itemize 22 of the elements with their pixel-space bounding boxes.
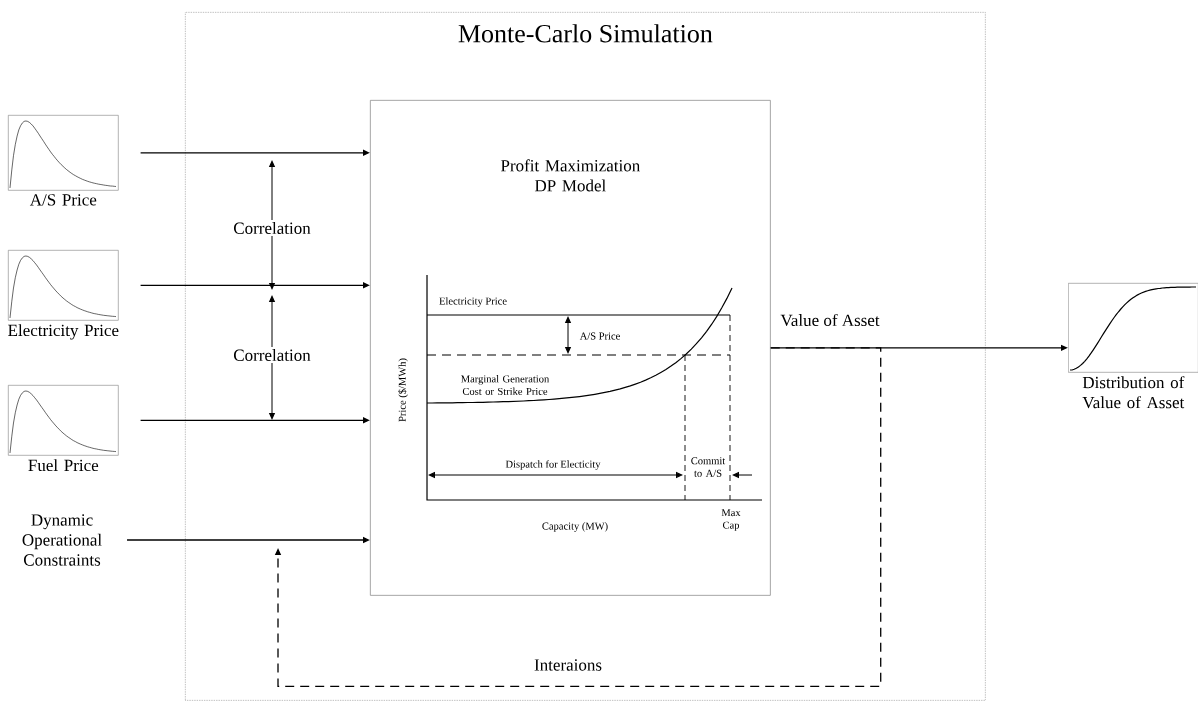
axis-label: Price ($/MWh) xyxy=(398,358,408,422)
correlation-label: Correlation xyxy=(231,347,313,363)
edge-label: Value of Asset xyxy=(778,311,882,329)
distribution-chart: Electricity Price xyxy=(8,250,119,340)
node-label: Electricity Price xyxy=(8,324,119,340)
node-label: Distribution of Value of Asset xyxy=(1082,376,1185,409)
axis-label: Capacity (MW) xyxy=(542,522,608,532)
node-label: Fuel Price xyxy=(28,459,99,472)
correlation-label: Correlation xyxy=(231,220,313,236)
arrow xyxy=(274,347,882,687)
curve-label: Electricity Price xyxy=(439,297,507,307)
distribution-chart: Fuel Price xyxy=(8,385,119,472)
curve-label: A/S Price xyxy=(577,330,623,342)
distribution-chart: A/S Price xyxy=(8,115,119,206)
distribution-chart: Distribution of Value of Asset xyxy=(1068,283,1198,409)
node-label: A/S Price xyxy=(29,194,97,206)
input-label: Dynamic Operational Constraints xyxy=(22,514,102,566)
span-label: Dispatch for Electicity xyxy=(505,460,601,470)
edge-label: Interaions xyxy=(532,657,604,673)
span-label: Commit to A/S xyxy=(691,457,726,477)
axis-label: Max Cap xyxy=(721,509,741,531)
curve-label: Marginal Generation Cost or Strike Price xyxy=(461,375,550,395)
